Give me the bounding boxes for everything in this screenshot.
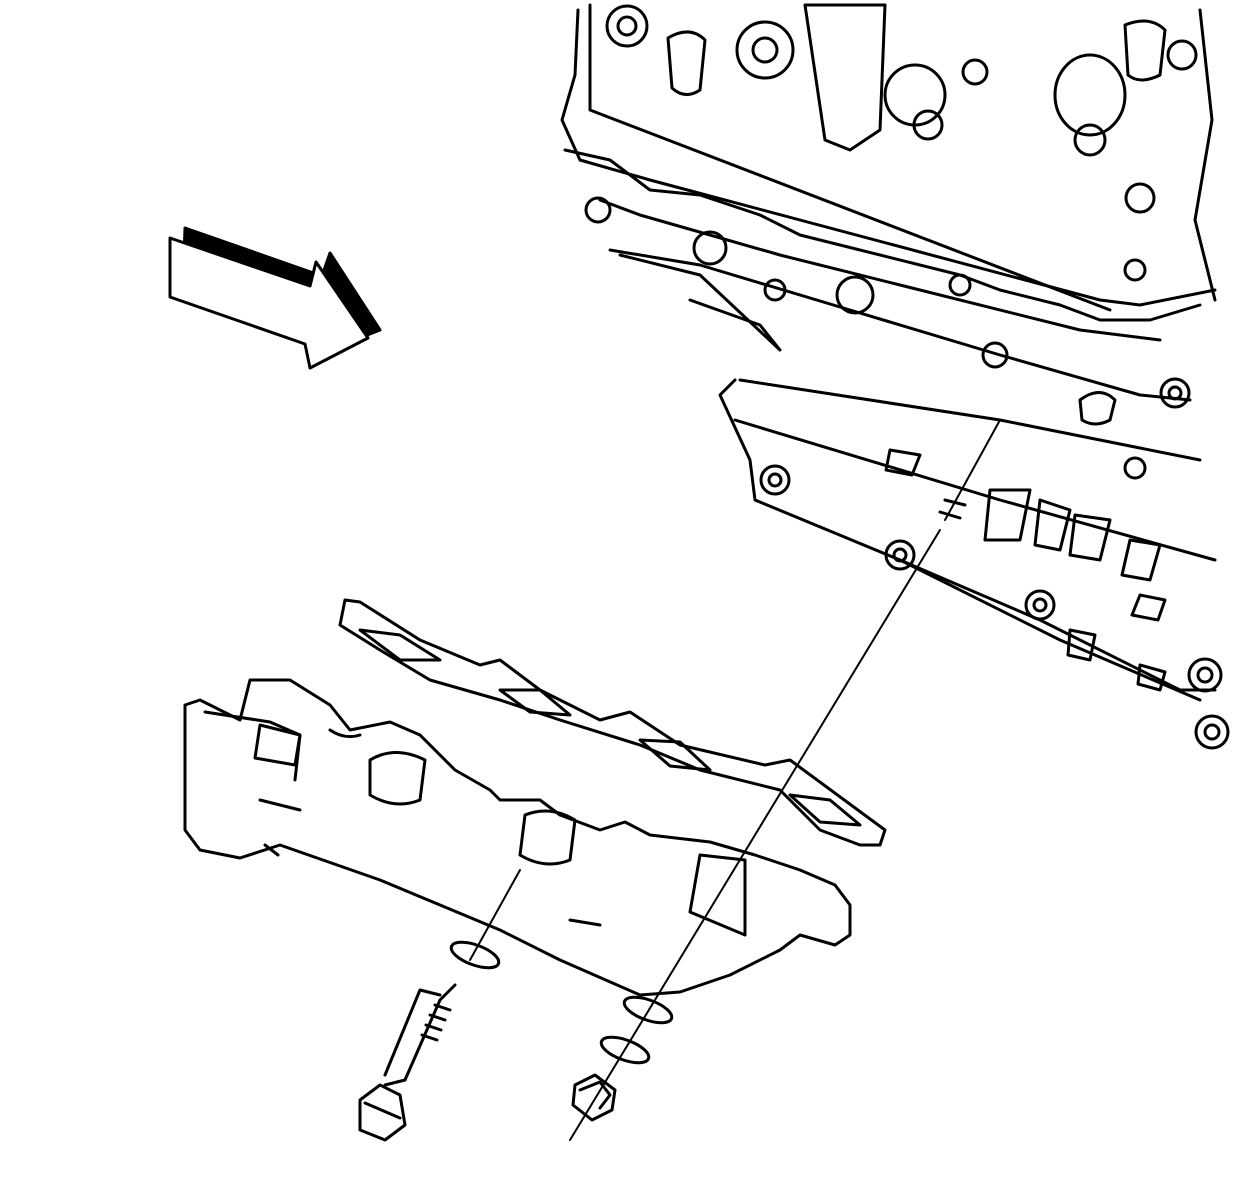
stud-alignment-line [569, 419, 1001, 1141]
bolt-alignment-line [469, 869, 521, 961]
bolt-washer [622, 995, 674, 1025]
stud-washer [449, 940, 501, 970]
manifold-stud [383, 983, 457, 1087]
manifold-nut [571, 1073, 617, 1122]
exhaust-manifold [183, 678, 852, 997]
engine-block-lower [718, 341, 1230, 750]
view-direction-arrow [168, 226, 382, 370]
lock-washer [599, 1035, 651, 1065]
manifold-bolt [358, 1083, 407, 1142]
exhaust-manifold-gasket [338, 598, 887, 847]
cylinder-head [560, 3, 1217, 402]
